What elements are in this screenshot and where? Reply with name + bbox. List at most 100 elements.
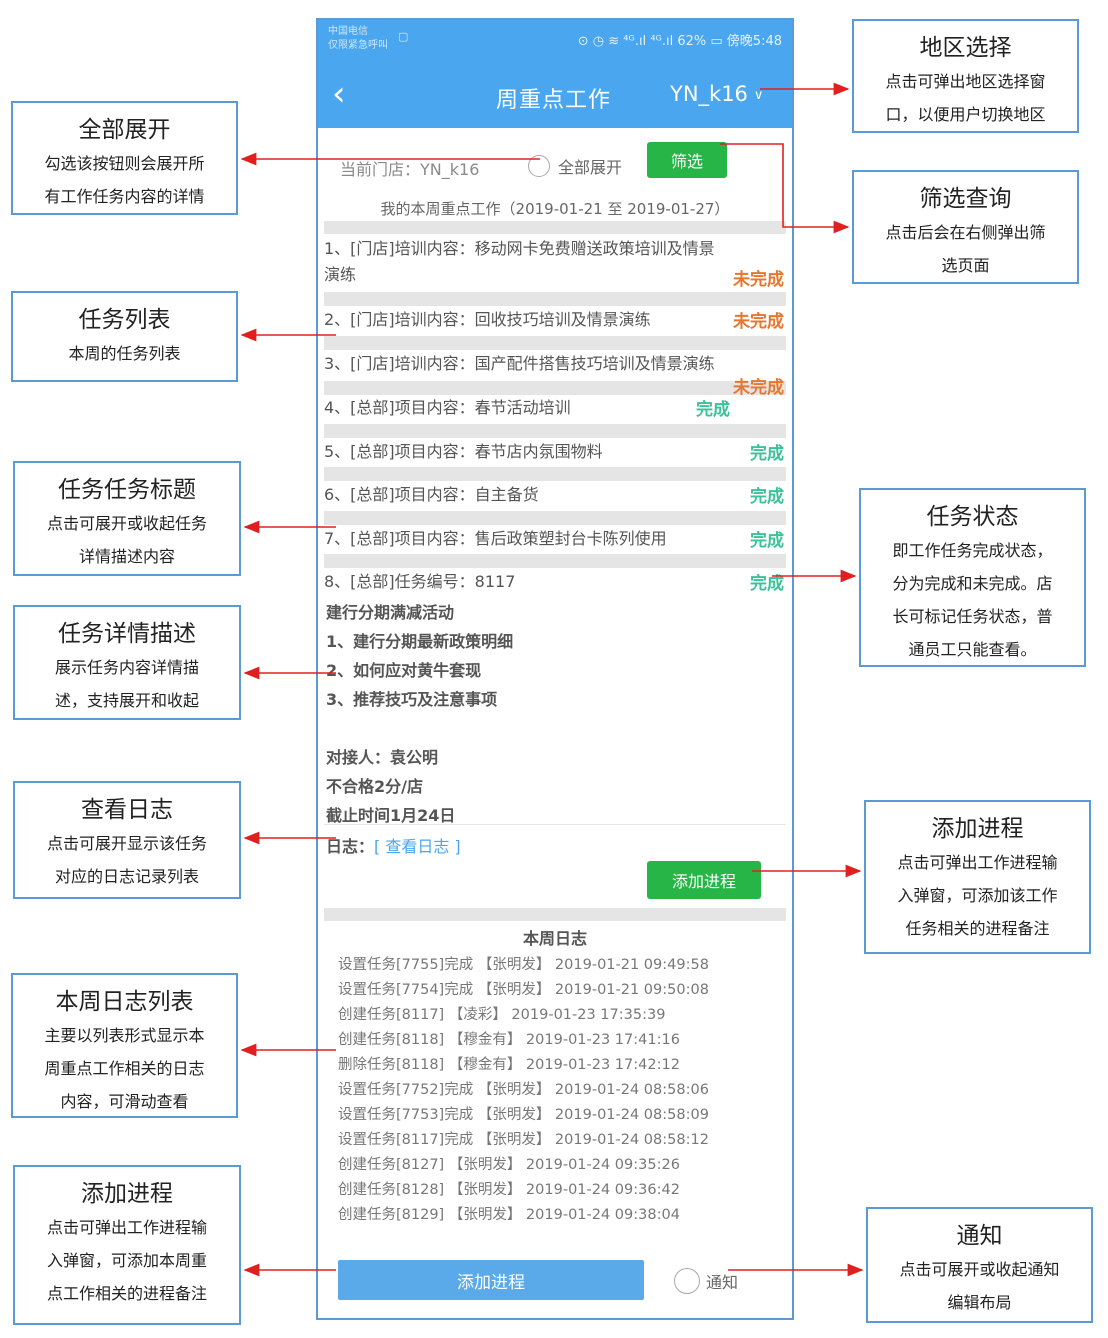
app-bar: ‹ 周重点工作 YN_k16 ∨ [318,62,792,128]
annotation-line: 入弹窗，可添加本周重 [46,1251,207,1270]
task-status[interactable]: 未完成 [733,270,784,290]
annotation-line: 勾选该按钮则会展开所 [44,154,205,173]
log-entry: 创建任务[8128] 【张明发】 2019-01-24 09:36:42 [338,1182,680,1198]
annotation-task-detail: 任务详情描述 展示任务内容详情描述，支持展开和收起 [13,605,241,720]
add-week-process-button[interactable]: 添加进程 [338,1260,644,1300]
task-status[interactable]: 完成 [750,574,784,594]
annotation-task-title: 任务任务标题 点击可展开或收起任务详情描述内容 [13,461,241,576]
divider [324,467,786,481]
annotation-desc: 展示任务内容详情描述，支持展开和收起 [15,651,239,717]
main-content: 当前门店：YN_k16 全部展开 筛选 我的本周重点工作（2019-01-21 … [318,128,792,1318]
task-status[interactable]: 完成 [696,400,730,420]
annotation-region-select: 地区选择 点击可弹出地区选择窗口，以便用户切换地区 [852,19,1079,133]
weekly-log-title: 本周日志 [522,929,587,948]
task-item[interactable]: 7、[总部]项目内容：售后政策塑封台卡陈列使用 完成 [324,526,786,554]
log-entry: 设置任务[7755]完成 【张明发】 2019-01-21 09:49:58 [338,957,709,973]
notify-toggle[interactable]: 通知 [674,1268,738,1294]
add-process-button[interactable]: 添加进程 [647,861,761,899]
task-title[interactable]: 5、[总部]项目内容：春节店内氛围物料 [324,442,603,461]
page-title: 周重点工作 [496,88,612,113]
sim-icon: ▢ [398,30,409,43]
task-status[interactable]: 未完成 [733,378,784,398]
annotation-line: 展示任务内容详情描 [54,658,199,677]
task-item[interactable]: 6、[总部]项目内容：自主备货 完成 [324,482,786,510]
annotation-desc: 点击可弹出工作进程输入弹窗，可添加本周重点工作相关的进程备注 [15,1211,239,1310]
annotation-line: 任务相关的进程备注 [905,919,1050,938]
divider [324,221,786,234]
annotation-line: 内容，可滑动查看 [60,1092,189,1111]
annotation-title: 任务状态 [926,504,1019,530]
log-entry: 创建任务[8118] 【穆金有】 2019-01-23 17:41:16 [338,1032,680,1048]
annotation-line: 点击可弹出工作进程输 [46,1218,207,1237]
task-title[interactable]: 7、[总部]项目内容：售后政策塑封台卡陈列使用 [324,529,667,548]
task-title[interactable]: 2、[门店]培训内容：回收技巧培训及情景演练 [324,310,651,329]
annotation-desc: 勾选该按钮则会展开所有工作任务内容的详情 [13,147,236,213]
task-item[interactable]: 8、[总部]任务编号：8117 完成 [324,569,786,597]
annotation-title: 全部展开 [78,117,171,143]
annotation-desc: 主要以列表形式显示本周重点工作相关的日志内容，可滑动查看 [13,1019,236,1118]
annotation-title: 添加进程 [931,816,1024,842]
task-item[interactable]: 5、[总部]项目内容：春节店内氛围物料 完成 [324,439,786,467]
back-icon[interactable]: ‹ [332,74,346,114]
chevron-down-icon: ∨ [753,87,764,103]
annotation-line: 编辑布局 [947,1293,1012,1312]
log-entry: 设置任务[7752]完成 【张明发】 2019-01-24 08:58:06 [338,1082,709,1098]
annotation-line: 点击后会在右侧弹出筛 [885,223,1046,242]
task-title[interactable]: 3、[门店]培训内容：国产配件搭售技巧培训及情景演练 [324,354,715,373]
task-status[interactable]: 未完成 [733,312,784,332]
log-entry: 删除任务[8118] 【穆金有】 2019-01-23 17:42:12 [338,1057,680,1073]
annotation-desc: 点击可展开显示该任务对应的日志记录列表 [15,827,239,893]
divider [324,908,786,921]
annotation-title: 本周日志列表 [55,989,194,1015]
annotation-task-status: 任务状态 即工作任务完成状态，分为完成和未完成。店长可标记任务状态，普通员工只能… [859,488,1086,667]
annotation-line: 本周的任务列表 [68,344,181,363]
annotation-title: 通知 [956,1223,1003,1249]
radio-icon[interactable] [674,1268,700,1294]
task-title-cont: 演练 [324,265,357,284]
task-item[interactable]: 2、[门店]培训内容：回收技巧培训及情景演练 未完成 [324,307,786,335]
annotation-desc: 点击后会在右侧弹出筛选页面 [854,216,1077,282]
task-status[interactable]: 完成 [750,531,784,551]
task-title[interactable]: 4、[总部]项目内容：春节活动培训 [324,398,571,417]
annotation-weekly-log-list: 本周日志列表 主要以列表形式显示本周重点工作相关的日志内容，可滑动查看 [11,973,238,1118]
annotation-line: 点击可弹出地区选择窗 [885,72,1046,91]
detail-deadline: 截止时间1月24日 [326,806,456,825]
annotation-line: 述，支持展开和收起 [54,691,199,710]
radio-icon[interactable] [528,155,550,177]
region-selector[interactable]: YN_k16 ∨ [670,82,763,106]
carrier-info: 中国电信 仅限紧急呼叫 [328,25,388,53]
task-status[interactable]: 完成 [750,444,784,464]
task-item[interactable]: 3、[门店]培训内容：国产配件搭售技巧培训及情景演练 未完成 [324,351,786,398]
task-title[interactable]: 1、[门店]培训内容：移动网卡免费赠送政策培训及情景 [324,239,715,258]
log-entry: 设置任务[7754]完成 【张明发】 2019-01-21 09:50:08 [338,982,709,998]
task-item[interactable]: 1、[门店]培训内容：移动网卡免费赠送政策培训及情景 演练 未完成 [324,236,786,292]
view-log-link[interactable]: [ 查看日志 ] [374,837,461,856]
phone-screen: 中国电信 仅限紧急呼叫 ▢ ⊙ ◷ ≋ ⁴ᴳ.ıl ⁴ᴳ.ıl 62% ▭ 傍晚… [316,18,794,1320]
annotation-line: 长可标记任务状态，普 [892,607,1053,626]
task-title[interactable]: 8、[总部]任务编号：8117 [324,572,516,591]
filter-button[interactable]: 筛选 [647,142,727,178]
task-detail: 建行分期满减活动 1、建行分期最新政策明细 2、如何应对黄牛套现 3、推荐技巧及… [326,598,786,830]
task-title[interactable]: 6、[总部]项目内容：自主备货 [324,485,539,504]
weekly-log-list[interactable]: 设置任务[7755]完成 【张明发】 2019-01-21 09:49:58 设… [338,953,778,1228]
log-row: 日志：[ 查看日志 ] [326,833,461,857]
annotation-desc: 点击可弹出地区选择窗口，以便用户切换地区 [854,65,1077,131]
expand-all-label: 全部展开 [558,158,623,177]
annotation-line: 主要以列表形式显示本 [44,1026,205,1045]
annotation-title: 任务任务标题 [58,477,196,503]
detail-line: 3、推荐技巧及注意事项 [326,690,498,709]
annotation-line: 点工作相关的进程备注 [46,1284,207,1303]
annotation-line: 点击可弹出工作进程输 [897,853,1058,872]
detail-penalty: 不合格2分/店 [326,777,423,796]
task-status[interactable]: 完成 [750,487,784,507]
region-label: YN_k16 [670,82,748,106]
log-label: 日志： [326,837,375,856]
task-item[interactable]: 4、[总部]项目内容：春节活动培训 完成 [324,395,786,423]
current-store-label: 当前门店：YN_k16 [340,160,480,179]
annotation-title: 任务详情描述 [58,621,196,647]
annotation-desc: 即工作任务完成状态，分为完成和未完成。店长可标记任务状态，普通员工只能查看。 [861,534,1084,666]
expand-all-toggle[interactable]: 全部展开 [528,154,622,178]
annotation-title: 筛选查询 [919,186,1012,212]
annotation-line: 通员工只能查看。 [908,640,1037,659]
annotation-desc: 本周的任务列表 [13,337,236,370]
